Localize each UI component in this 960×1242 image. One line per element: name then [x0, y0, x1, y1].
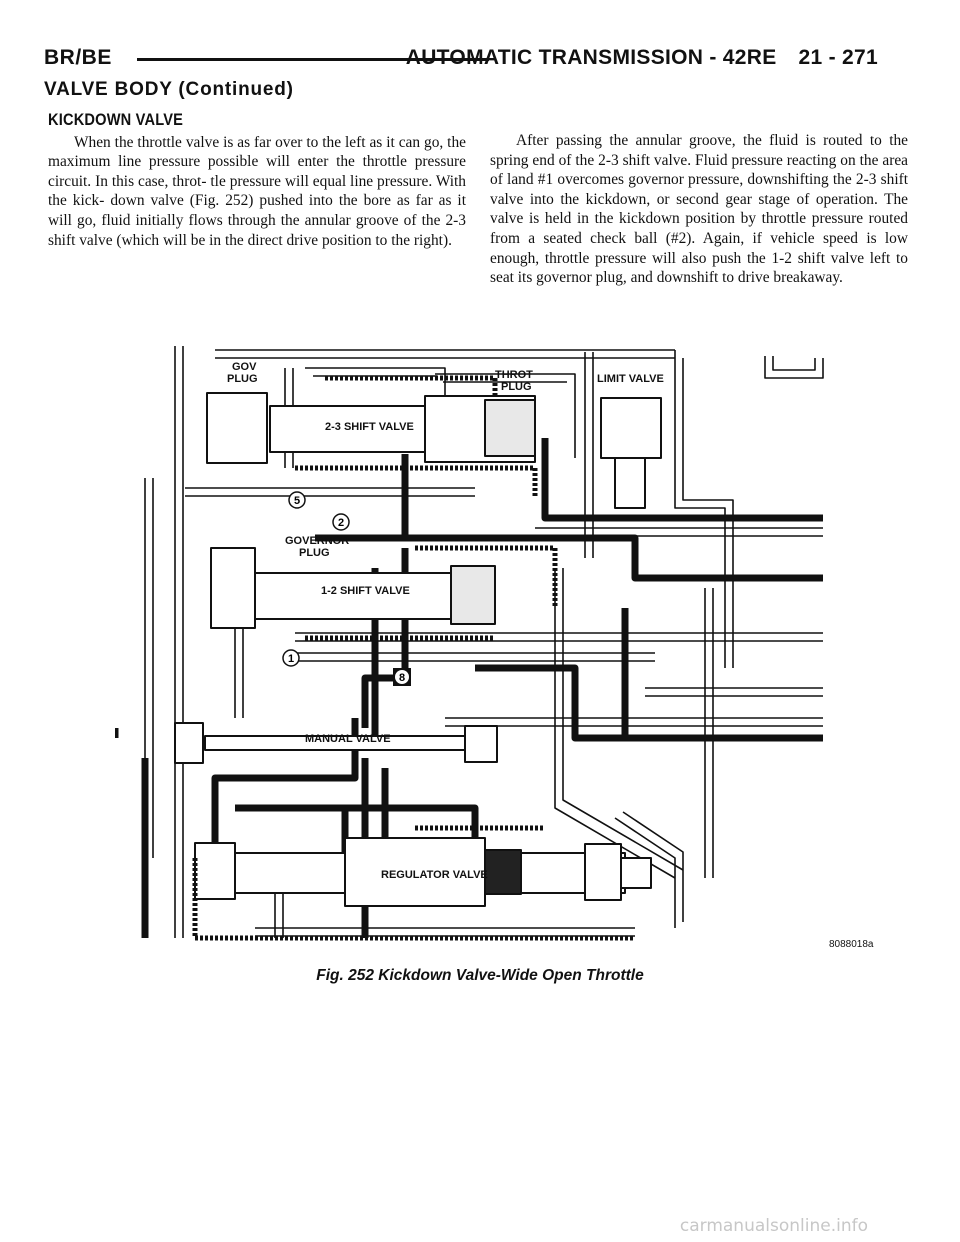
header-rule — [137, 58, 489, 61]
article-heading: KICKDOWN VALVE — [48, 110, 184, 129]
watermark: carmanualsonline.info — [679, 1216, 868, 1236]
header-title-block: AUTOMATIC TRANSMISSION - 42RE 21 - 271 — [406, 46, 878, 70]
governor-plug-label-2: PLUG — [299, 547, 330, 559]
throt-plug-label-1: THROT — [495, 369, 533, 381]
figure-caption: Fig. 252 Kickdown Valve-Wide Open Thrott… — [316, 967, 644, 984]
manual-valve-label: MANUAL VALVE — [305, 733, 391, 745]
check-ball-1-label: 1 — [288, 653, 294, 665]
section-title: VALVE BODY (Continued) — [44, 79, 294, 100]
regulator-valve-label: REGULATOR VALVE — [381, 869, 488, 881]
shift-valve-23-label: 2-3 SHIFT VALVE — [325, 421, 414, 433]
check-ball-5-label: 5 — [294, 495, 300, 507]
left-column: KICKDOWN VALVE When the throttle valve i… — [48, 110, 466, 250]
right-column: After passing the annular groove, the fl… — [490, 131, 908, 288]
check-ball-2-label: 2 — [338, 517, 344, 529]
header-manual-code: BR/BE — [44, 46, 112, 69]
gov-plug-label-2: PLUG — [227, 373, 258, 385]
right-paragraph: After passing the annular groove, the fl… — [490, 132, 908, 287]
header-title: AUTOMATIC TRANSMISSION - 42RE — [405, 46, 777, 69]
governor-plug-label-1: GOVERNOR — [285, 535, 349, 547]
hydraulic-schematic-figure: 5 2 1 8 GOV PLUG 2-3 SHIFT VALVE THROT P… — [115, 346, 824, 941]
left-paragraph: When the throttle valve is as far over t… — [48, 133, 466, 249]
figure-id: 8088018a — [829, 939, 874, 950]
gov-plug-label-1: GOV — [232, 361, 257, 373]
page-number: 21 - 271 — [798, 46, 878, 69]
shift-valve-12-label: 1-2 SHIFT VALVE — [321, 585, 410, 597]
throt-plug-label-2: PLUG — [501, 381, 532, 393]
limit-valve-label: LIMIT VALVE — [597, 373, 664, 385]
check-ball-8-label: 8 — [399, 672, 405, 684]
